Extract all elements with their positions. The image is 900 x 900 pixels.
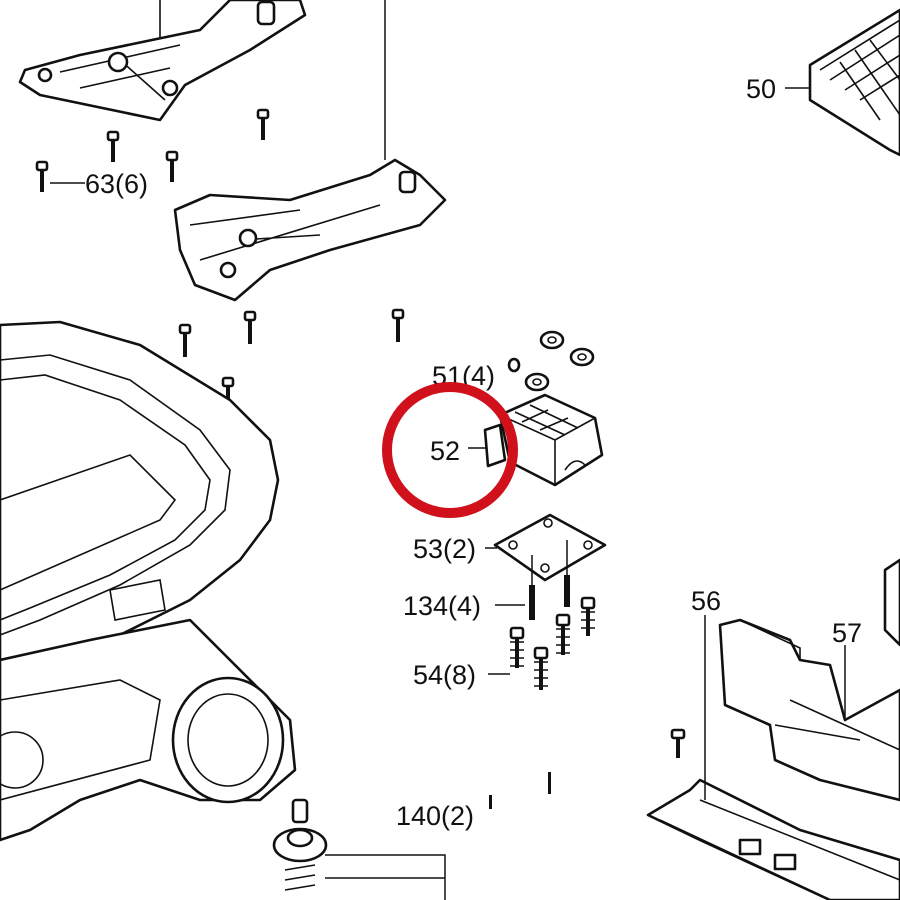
callout-50: 50 bbox=[746, 74, 776, 104]
highlight-circle bbox=[382, 382, 518, 518]
callout-57: 57 bbox=[832, 618, 862, 648]
callout-56: 56 bbox=[691, 586, 721, 616]
callout-140: 140(2) bbox=[396, 801, 474, 831]
screw-near-56[interactable] bbox=[670, 728, 686, 758]
part-50-grid-panel[interactable] bbox=[808, 8, 900, 157]
screws-134[interactable] bbox=[529, 540, 570, 620]
callout-54: 54(8) bbox=[413, 660, 476, 690]
part-52-mount-block[interactable] bbox=[483, 393, 604, 487]
part-57-bracket[interactable] bbox=[718, 558, 900, 802]
part-53-plate[interactable] bbox=[493, 513, 607, 582]
bolts-54[interactable] bbox=[509, 596, 596, 690]
callout-134: 134(4) bbox=[403, 591, 481, 621]
nuts-51[interactable] bbox=[507, 330, 595, 392]
callout-52: 52 bbox=[430, 436, 460, 466]
upper-support-bracket[interactable] bbox=[18, 0, 307, 122]
callout-63: 63(6) bbox=[85, 169, 148, 199]
lower-support-bracket[interactable] bbox=[173, 158, 447, 302]
main-housing[interactable] bbox=[0, 320, 297, 842]
pins-140[interactable] bbox=[489, 772, 551, 809]
callout-53: 53(2) bbox=[413, 534, 476, 564]
part-56-rail[interactable] bbox=[646, 615, 900, 900]
spring-knob-assembly[interactable] bbox=[272, 798, 446, 900]
screws-63[interactable] bbox=[35, 108, 405, 410]
